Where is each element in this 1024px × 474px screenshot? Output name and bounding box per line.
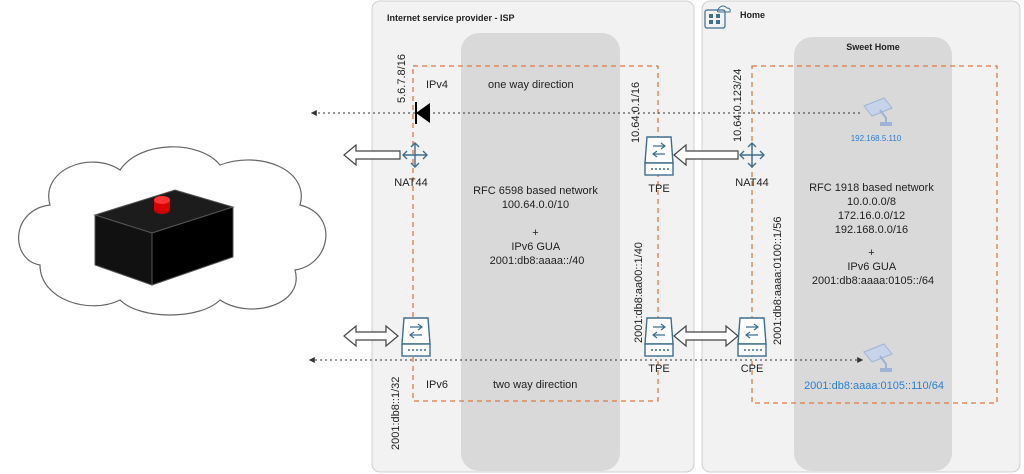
isp-public-ipv4-address: 5.6.7.8/16 [396,54,408,103]
home-nat-label: NAT44 [735,177,768,189]
home-net-line: 172.16.0.0/12 [838,210,905,222]
ipv4-label: IPv4 [426,79,448,91]
nat-router-icon [739,142,765,168]
ipv6-label: IPv6 [426,379,448,391]
isp-net-line: IPv6 GUA [511,241,561,253]
tpe-ipv4-address: 10.64.0.1/16 [630,82,642,143]
home-net-line: 10.0.0.0/8 [847,196,896,208]
one-way-label: one way direction [488,79,574,91]
camera-icon [863,343,893,372]
router-icon [644,136,674,176]
tpe-ipv6-address: 2001:db8:aa00::1/40 [633,242,645,343]
isp-net-line: 100.64.0.0/10 [502,199,569,211]
tpe-label-bottom: TPE [648,363,669,375]
isp-nat-label: NAT44 [394,177,427,189]
camera-icon [863,97,893,126]
home-network-text: RFC 1918 based network 10.0.0.0/8 172.16… [809,182,937,287]
black-box-icon [93,189,235,286]
home-net-line: IPv6 GUA [847,261,897,273]
home-net-line: RFC 1918 based network [809,182,934,194]
home-net-line: 192.168.0.0/16 [835,224,908,236]
home-net-line: 2001:db8:aaaa:0105::/64 [812,275,934,287]
router-icon [401,317,431,357]
router-icon [737,317,767,357]
home-icon [704,5,731,29]
isp-border-ipv6-address: 2001:db8::1/32 [390,377,402,450]
isp-net-line: 2001:db8:aaaa::/40 [490,255,585,267]
home-net-line: + [868,247,874,259]
sweet-home-title: Sweet Home [846,42,900,52]
arrow-icon [343,143,739,348]
nat-router-icon [402,142,428,168]
cpe-label: CPE [741,363,764,375]
two-way-label: two way direction [493,379,577,391]
camera-ipv4-address: 192.168.5.110 [851,134,902,143]
tpe-label-top: TPE [648,183,669,195]
isp-net-line: + [532,227,538,239]
cpe-ipv6-address: 2001:db8:aaaa:0100::1/56 [772,217,784,345]
camera-ipv6-address: 2001:db8:aaaa:0105::110/64 [804,380,944,392]
cpe-ipv4-address: 10.64.0.123/24 [732,69,744,142]
router-icon [644,317,674,357]
isp-dashed-boundary [412,65,659,402]
home-dashed-boundary [751,65,998,404]
isp-network-text: RFC 6598 based network 100.64.0.0/10 + I… [473,185,601,267]
isp-title: Internet service provider - ISP [387,13,515,23]
isp-net-line: RFC 6598 based network [473,185,598,197]
one-way-diode-icon [415,102,430,124]
home-title: Home [740,10,765,20]
